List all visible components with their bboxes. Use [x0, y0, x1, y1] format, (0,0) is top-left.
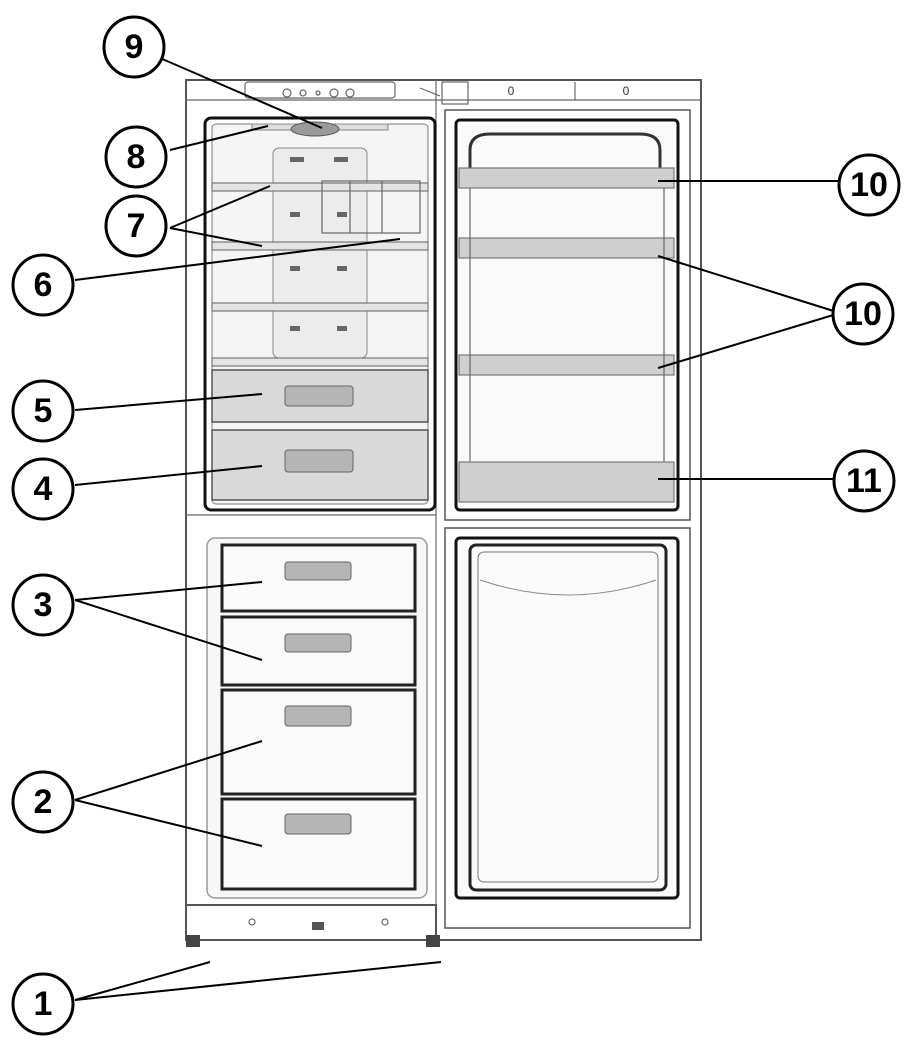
callout-2: 2	[11, 770, 75, 834]
callout-8: 8	[104, 125, 168, 189]
callout-9: 9	[102, 15, 166, 79]
callout-10-middle: 10	[831, 282, 895, 346]
control-knob-icon	[345, 88, 355, 98]
callout-number: 8	[127, 138, 146, 176]
drawer-handle-icon	[284, 813, 352, 835]
bottle-rack	[458, 461, 675, 503]
foot-icon	[186, 935, 200, 947]
callout-7: 7	[104, 194, 168, 258]
freezer-compartment	[206, 537, 428, 899]
shelf	[211, 182, 429, 192]
foot-icon	[426, 935, 440, 947]
callout-number: 3	[34, 586, 53, 624]
callout-11: 11	[832, 449, 896, 513]
door-rack	[458, 167, 675, 189]
freezer-door	[444, 527, 691, 929]
callout-number: 2	[34, 783, 53, 821]
dial-label: 0	[508, 84, 515, 98]
callout-3: 3	[11, 573, 75, 637]
shelf	[211, 357, 429, 367]
callout-number: 5	[34, 392, 53, 430]
drawer-handle-icon	[284, 385, 354, 407]
shelf	[211, 302, 429, 312]
door-rack	[458, 237, 675, 259]
dial-label: 0	[623, 84, 630, 98]
drawer-handle-icon	[284, 705, 352, 727]
callout-4: 4	[11, 457, 75, 521]
control-knob-icon	[329, 88, 339, 98]
control-knob-icon	[299, 89, 307, 97]
drawer-handle-icon	[284, 449, 354, 473]
callout-number: 1	[34, 985, 53, 1023]
callout-number: 10	[844, 295, 882, 333]
door-rack	[458, 354, 675, 376]
callout-6: 6	[11, 253, 75, 317]
control-knob-icon	[282, 88, 292, 98]
base	[185, 904, 440, 947]
callout-number: 7	[127, 207, 146, 245]
drawer-handle-icon	[284, 561, 352, 581]
callout-number: 9	[125, 28, 144, 66]
callout-1: 1	[11, 972, 75, 1036]
control-panel: 0 0	[244, 81, 630, 105]
drawer-handle-icon	[284, 633, 352, 653]
callout-number: 10	[850, 166, 888, 204]
fridge-door	[444, 109, 691, 521]
callout-number: 4	[34, 470, 53, 508]
callout-number: 6	[34, 266, 53, 304]
control-knob-icon	[315, 90, 321, 96]
callout-10-top: 10	[837, 153, 901, 217]
fridge-compartment	[203, 116, 437, 512]
light-bulb-icon	[290, 121, 340, 137]
callout-number: 11	[846, 462, 882, 500]
callout-5: 5	[11, 379, 75, 443]
leader-lines	[74, 57, 841, 1001]
